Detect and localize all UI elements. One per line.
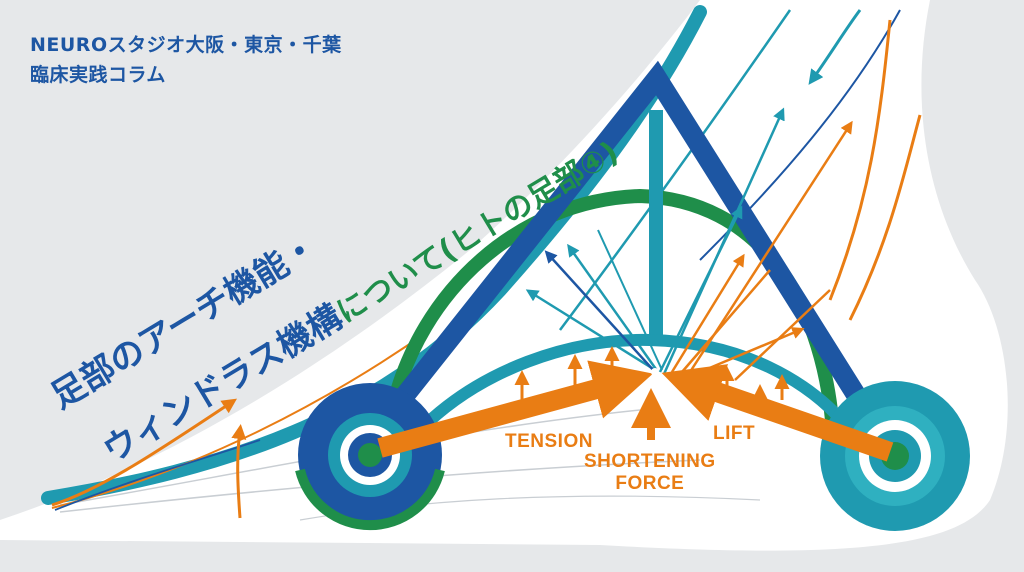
tension-arrow: [377, 360, 654, 458]
brand-line-2: 臨床実践コラム: [30, 64, 166, 86]
shortening-label-line-2: FORCE: [615, 473, 685, 494]
brand-line-1: NEUROスタジオ大阪・東京・千葉: [30, 34, 342, 56]
thin-line: [848, 114, 922, 321]
radiating-arrows: [525, 107, 853, 381]
lift-arrow: [661, 364, 894, 462]
tension-label: TENSION: [505, 431, 593, 452]
thin-line: [828, 19, 892, 301]
shortening-label-line-1: SHORTENING: [584, 451, 716, 472]
inner-teal-arch: [415, 333, 855, 435]
orange-line: [51, 398, 237, 507]
shortening-force-label: SHORTENING FORCE: [584, 451, 716, 495]
thin-line: [808, 9, 862, 85]
orange-line: [51, 329, 431, 509]
truss-triangle: [352, 60, 901, 459]
toe-pulley: [820, 381, 970, 531]
lift-label: LIFT: [713, 423, 756, 444]
heel-pulley: [295, 383, 445, 531]
orange-line: [231, 424, 247, 519]
